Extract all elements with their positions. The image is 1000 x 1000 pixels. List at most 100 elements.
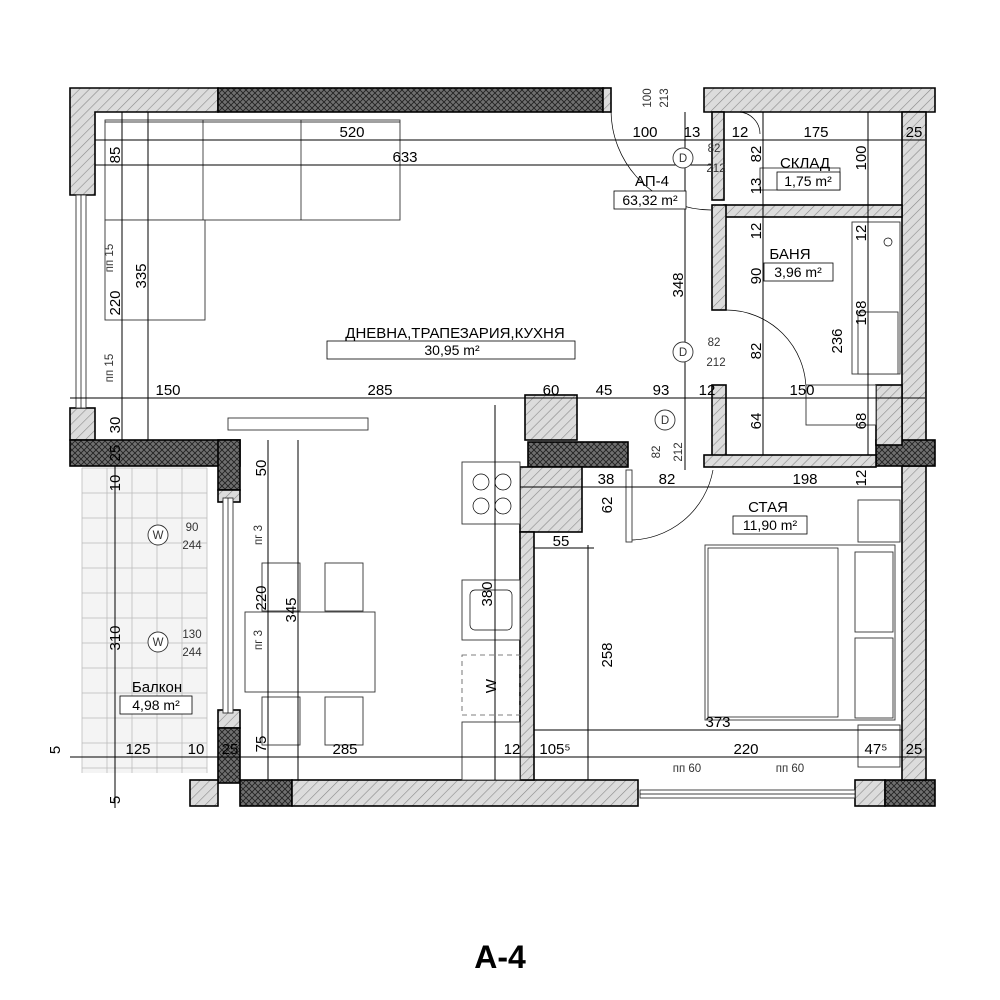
dim-25: 25 [107,445,124,462]
dim-220: 220 [733,741,758,758]
windows [75,194,856,799]
window-tag: W [153,637,164,649]
dim-125: 125 [125,741,150,758]
dim-12: 12 [853,225,870,242]
dim-60: 60 [543,382,560,399]
dimension-lines [70,112,925,808]
dim-198: 198 [792,471,817,488]
dim-220: 220 [253,585,270,610]
walls [69,87,936,807]
room-living-label: ДНЕВНА,ТРАПЕЗАРИЯ,КУХНЯ [345,325,564,342]
dim-25: 25 [906,124,923,141]
window-tag-marker [147,631,169,653]
opening-tag-text: D D D W W 82 212 82 212 82 212 100 213 9… [104,88,804,775]
dim-150: 150 [789,382,814,399]
dim-68: 68 [853,413,870,430]
dim-105: 105⁵ [539,741,570,758]
dim-380: 380 [479,581,496,606]
chair [324,562,364,612]
unit-area: 63,32 m² [622,192,678,208]
dim-50: 50 [253,460,270,477]
sill-height: пп 60 [776,763,804,775]
door-a-width: 82 [708,143,721,155]
dim-45: 45 [596,382,613,399]
dim-100: 100 [632,124,657,141]
dim-150: 150 [155,382,180,399]
dim-82: 82 [748,146,765,163]
dim-64: 64 [748,413,765,430]
door-b-width: 82 [708,337,721,349]
dim-175: 175 [803,124,828,141]
window-tag: W [153,530,164,542]
window-b-height: 244 [182,647,202,659]
room-labels: ДНЕВНА,ТРАПЕЗАРИЯ,КУХНЯ 30,95 m² АП-4 63… [119,155,841,715]
dim-13: 13 [684,124,701,141]
window-b-width: 130 [182,629,201,641]
top-opening-height: 213 [659,88,671,107]
dim-12: 12 [504,741,521,758]
nightstand [857,724,901,768]
dim-90: 90 [748,268,765,285]
dim-236: 236 [829,328,846,353]
dim-310: 310 [107,625,124,650]
room-balcony-label: Балкон [132,679,182,696]
door-tag-marker [654,409,676,431]
dim-82: 82 [748,343,765,360]
room-storage-label: СКЛАД [780,155,830,172]
fridge-tag: W [483,678,500,693]
room-bath-area: 3,96 m² [774,264,822,280]
dim-335: 335 [133,263,150,288]
dim-13: 13 [748,178,765,195]
door-swings [610,109,877,543]
door-tag: D [679,347,687,359]
dim-12: 12 [748,223,765,240]
threshold-height: пг 3 [253,630,265,650]
dim-30: 30 [107,417,124,434]
dim-220: 220 [107,290,124,315]
room-storage-area: 1,75 m² [784,173,832,189]
dim-348: 348 [670,272,687,297]
dim-85: 85 [107,147,124,164]
dim-285: 285 [367,382,392,399]
dim-62: 62 [599,497,616,514]
dim-10: 10 [188,741,205,758]
dim-100: 100 [853,145,870,170]
dim-47: 47⁵ [865,741,888,758]
sill-height: пп 15 [104,244,116,272]
door-tag-marker [672,147,694,169]
dim-55: 55 [553,533,570,550]
dim-168: 168 [853,300,870,325]
room-balcony-area: 4,98 m² [132,697,180,713]
tv [227,417,369,431]
dim-633: 633 [392,149,417,166]
plan-title: А-4 [474,939,526,975]
dim-373: 373 [705,714,730,731]
furniture [104,119,901,781]
dim-345: 345 [283,597,300,622]
chair [324,696,364,746]
room-bedroom-area: 11,90 m² [743,517,798,533]
door-c-height: 212 [673,442,685,461]
dim-12: 12 [853,470,870,487]
dimension-text: 520 633 100 13 12 175 25 150 285 60 45 9… [125,124,922,758]
dim-25: 25 [906,741,923,758]
top-opening-width: 100 [642,88,654,107]
dim-5: 5 [107,796,124,804]
sill-height: пп 15 [104,354,116,382]
dim-38: 38 [598,471,615,488]
window-a-height: 244 [182,540,202,552]
dim-25: 25 [222,741,239,758]
door-tag: D [661,415,669,427]
threshold-height: пг 3 [253,525,265,545]
sofa [104,119,401,221]
dim-82: 82 [659,471,676,488]
dim-285: 285 [332,741,357,758]
dim-12: 12 [732,124,749,141]
door-c-width: 82 [651,446,663,459]
window-a-width: 90 [186,522,199,534]
dim-258: 258 [599,642,616,667]
room-living-area: 30,95 m² [424,342,480,358]
dim-520: 520 [339,124,364,141]
balcony-tiles [81,467,208,773]
